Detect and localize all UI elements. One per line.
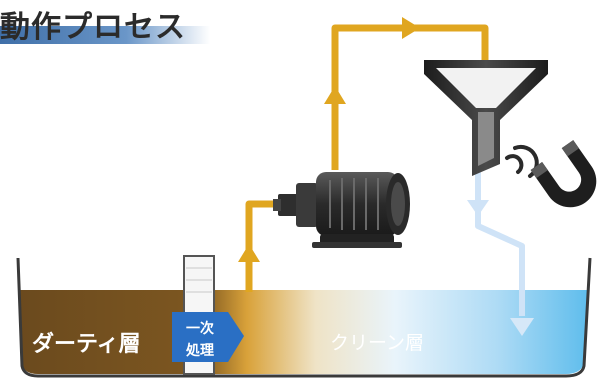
flow-arrow-icon — [402, 17, 420, 39]
dirty-layer-label: ダーティ層 — [32, 332, 141, 357]
title-underline — [0, 26, 210, 44]
tank — [16, 257, 592, 378]
flow-arrow-icon — [238, 244, 260, 262]
liquid-body — [20, 290, 588, 374]
page-title: 動作プロセス — [0, 10, 186, 45]
clean-layer-label: クリーン層 — [330, 332, 425, 354]
flow-arrow-icon — [467, 200, 489, 216]
magnet-icon — [505, 140, 597, 208]
motor-pump-icon — [273, 172, 410, 248]
primary-treatment-label-line1: 一次 — [186, 321, 214, 337]
flow-arrow-icon — [510, 318, 534, 336]
flow-arrow-icon — [324, 86, 346, 104]
primary-treatment-label-line2: 処理 — [186, 343, 214, 359]
return-flow — [467, 168, 534, 336]
primary-treatment-arrow — [172, 312, 244, 362]
filter-funnel-icon — [424, 60, 548, 176]
tank-wall — [16, 257, 592, 378]
title-area: 動作プロセス — [0, 2, 230, 46]
suction-pipe — [238, 200, 286, 292]
discharge-pipe — [324, 17, 489, 170]
